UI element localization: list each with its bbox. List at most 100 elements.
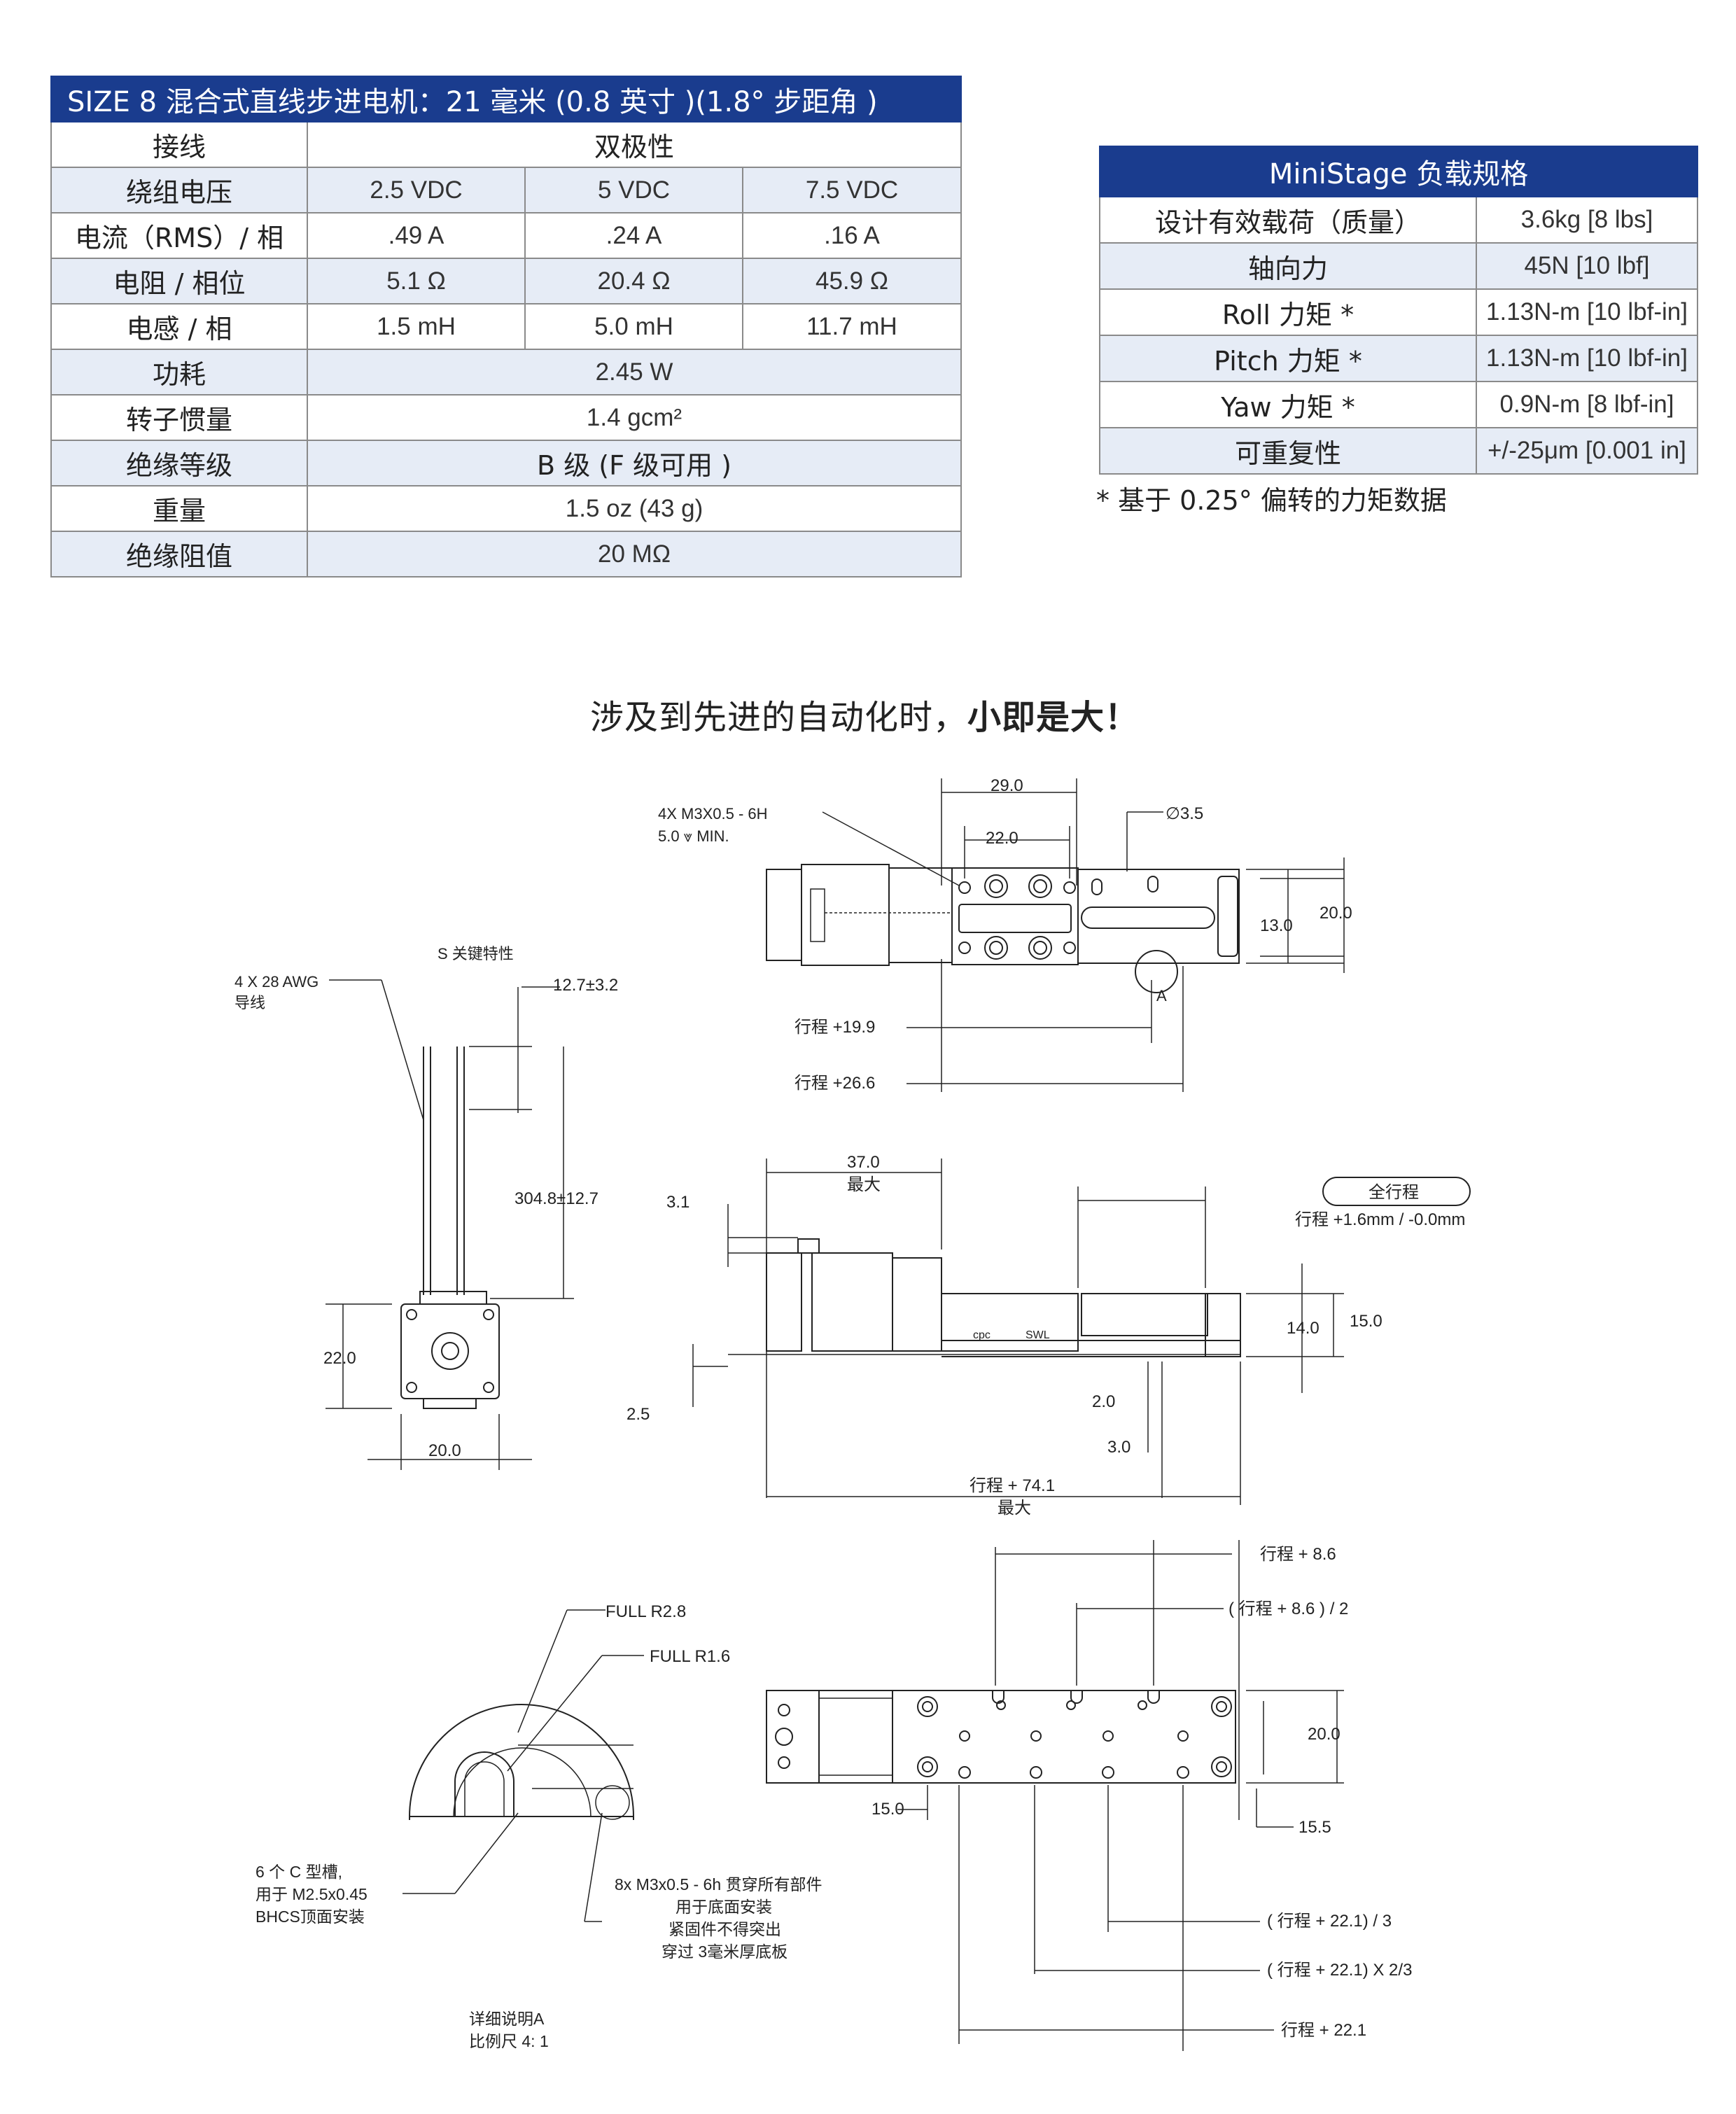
mount-hole-icon — [958, 881, 971, 894]
dim-label: ( 行程 + 22.1) X 2/3 — [1267, 1961, 1412, 1980]
mount-hole-icon — [958, 941, 971, 954]
carriage — [951, 867, 1079, 965]
row-value: 20 MΩ — [306, 531, 962, 578]
row-label: 接线 — [50, 121, 308, 168]
c-slot-outline — [409, 1704, 634, 1817]
detail-a-callout — [1135, 950, 1178, 993]
dim-label: 最大 — [847, 1175, 881, 1194]
side-view: cpc SWL 37.0 最大 3.1 全行程 行程 +1.6mm / -0.0… — [626, 1153, 1471, 1518]
row-value: 5.0 mH — [524, 303, 743, 350]
label-cpc: cpc — [973, 1329, 990, 1341]
motor-body-top — [801, 864, 890, 966]
row-label: 电感 / 相 — [50, 303, 308, 350]
dim-label: 15.0 — [872, 1800, 904, 1819]
c-slot-note: 用于 M2.5x0.45 — [255, 1885, 368, 1903]
c-slot — [454, 1751, 514, 1816]
c-slot-note: BHCS顶面安装 — [255, 1907, 365, 1926]
row-label: 电阻 / 相位 — [50, 258, 308, 304]
carriage-side — [941, 1293, 1079, 1352]
top-view: 29.0 22.0 ∅3.5 4X M3X0.5 - 6H 5.0 ⩔ MIN.… — [658, 776, 1352, 1093]
tap-note: 用于底面安装 — [676, 1898, 772, 1916]
s-feature-label: S 关键特性 — [438, 945, 514, 962]
row-value: 1.13N-m [10 lbf-in] — [1475, 288, 1699, 336]
row-value: .49 A — [307, 212, 526, 259]
row-value: 5 VDC — [524, 167, 743, 214]
slogan-text: 涉及到先进的自动化时， — [590, 698, 968, 737]
dim-label: 22.0 — [323, 1349, 356, 1368]
bottom-view: 行程 + 8.6 ( 行程 + 8.6 ) / 2 20.0 15.0 15.5… — [766, 1540, 1412, 2051]
row-label: 电流（RMS）/ 相 — [50, 212, 308, 259]
full-stroke-tol: 行程 +1.6mm / -0.0mm — [1295, 1210, 1465, 1229]
base-bottom — [766, 1690, 1236, 1784]
base-rail — [1077, 869, 1240, 964]
dim-label: 行程 + 74.1 — [969, 1476, 1055, 1495]
torque-footnote: * 基于 0.25° 偏转的力矩数据 — [1096, 485, 1447, 516]
detail-scale: 比例尺 4: 1 — [469, 2032, 549, 2050]
dim-label: ( 行程 + 8.6 ) / 2 — [1228, 1600, 1348, 1618]
motor-table-title: SIZE 8 混合式直线步进电机：21 毫米 (0.8 英寸 )(1.8° 步距… — [50, 76, 962, 122]
row-value: 45N [10 lbf] — [1475, 242, 1699, 290]
row-label: Yaw 力矩 * — [1099, 381, 1477, 428]
row-label: 设计有效载荷（质量） — [1099, 196, 1477, 244]
dim-label: 3.0 — [1107, 1438, 1130, 1457]
motor-end-view: 4 X 28 AWG 导线 S 关键特性 12.7±3.2 304.8±12.7… — [234, 945, 618, 1470]
row-value: +/-25μm [0.001 in] — [1475, 427, 1699, 475]
dim-label: 14.0 — [1287, 1319, 1320, 1338]
c-slot-note: 6 个 C 型槽, — [255, 1863, 342, 1881]
row-value: 双极性 — [306, 121, 962, 168]
dim-label: 2.5 — [626, 1405, 650, 1424]
row-value: 1.5 oz (43 g) — [306, 485, 962, 532]
ministage-load-table: MiniStage 负载规格 设计有效载荷（质量）3.6kg [8 lbs] 轴… — [1098, 146, 1699, 475]
dim-label: 最大 — [997, 1499, 1031, 1518]
dim-label: 行程 +19.9 — [794, 1018, 875, 1037]
full-stroke-label: 全行程 — [1368, 1183, 1419, 1202]
dim-label: 12.7±3.2 — [553, 976, 618, 995]
stage-table-title: MiniStage 负载规格 — [1098, 146, 1699, 197]
slogan-bold: 小即是大！ — [967, 698, 1140, 737]
row-label: 绝缘等级 — [50, 440, 308, 486]
mount-hole-icon — [1063, 941, 1076, 954]
dim-label: ( 行程 + 22.1) / 3 — [1267, 1912, 1392, 1931]
radius-label: FULL R2.8 — [606, 1602, 686, 1621]
wire-note: 导线 — [234, 994, 265, 1011]
tap-note: 8x M3x0.5 - 6h 贯穿所有部件 — [615, 1875, 822, 1893]
row-value: B 级 (F 级可用 ) — [306, 440, 962, 486]
detail-label: A — [1156, 987, 1167, 1004]
dim-label: 15.0 — [1350, 1312, 1382, 1331]
motor-flange — [888, 867, 953, 963]
dim-label: 29.0 — [990, 776, 1023, 795]
tap-note: 穿过 3毫米厚底板 — [662, 1942, 788, 1961]
dim-label: 20.0 — [1320, 904, 1352, 923]
motor-spec-table: SIZE 8 混合式直线步进电机：21 毫米 (0.8 英寸 )(1.8° 步距… — [50, 76, 962, 578]
row-value: 1.5 mH — [307, 303, 526, 350]
motor-endcap — [766, 869, 802, 961]
dim-label: 行程 +26.6 — [794, 1074, 875, 1093]
dim-label: 3.1 — [666, 1193, 690, 1212]
row-value: 45.9 Ω — [741, 258, 962, 304]
dim-label: ∅3.5 — [1166, 804, 1203, 823]
row-value: 11.7 mH — [741, 303, 962, 350]
slogan: 涉及到先进的自动化时，小即是大！ — [590, 690, 1139, 738]
dim-label: 304.8±12.7 — [514, 1189, 598, 1208]
shaft-icon — [431, 1332, 469, 1370]
row-value: 20.4 Ω — [524, 258, 743, 304]
dim-label: 行程 + 8.6 — [1260, 1545, 1336, 1564]
radius-label: FULL R1.6 — [650, 1647, 730, 1666]
row-label: Pitch 力矩 * — [1099, 335, 1477, 382]
row-value: 2.5 VDC — [307, 167, 526, 214]
detail-view-a: FULL R2.8 FULL R1.6 6 个 C 型槽, 用于 M2.5x0.… — [255, 1602, 822, 2050]
dim-label: 13.0 — [1260, 916, 1293, 935]
motor-face — [400, 1303, 500, 1399]
row-value: 5.1 Ω — [307, 258, 526, 304]
label-swl: SWL — [1026, 1329, 1050, 1341]
dim-label: 37.0 — [847, 1153, 880, 1172]
row-label: 功耗 — [50, 349, 308, 396]
hole-note: 4X M3X0.5 - 6H — [658, 805, 768, 822]
dim-label: 15.5 — [1298, 1818, 1331, 1837]
row-value: 7.5 VDC — [741, 167, 962, 214]
motor-body-side — [811, 1252, 893, 1352]
row-value: 0.9N-m [8 lbf-in] — [1475, 381, 1699, 428]
row-value: .16 A — [741, 212, 962, 259]
row-value: 1.13N-m [10 lbf-in] — [1475, 335, 1699, 382]
row-value: .24 A — [524, 212, 743, 259]
